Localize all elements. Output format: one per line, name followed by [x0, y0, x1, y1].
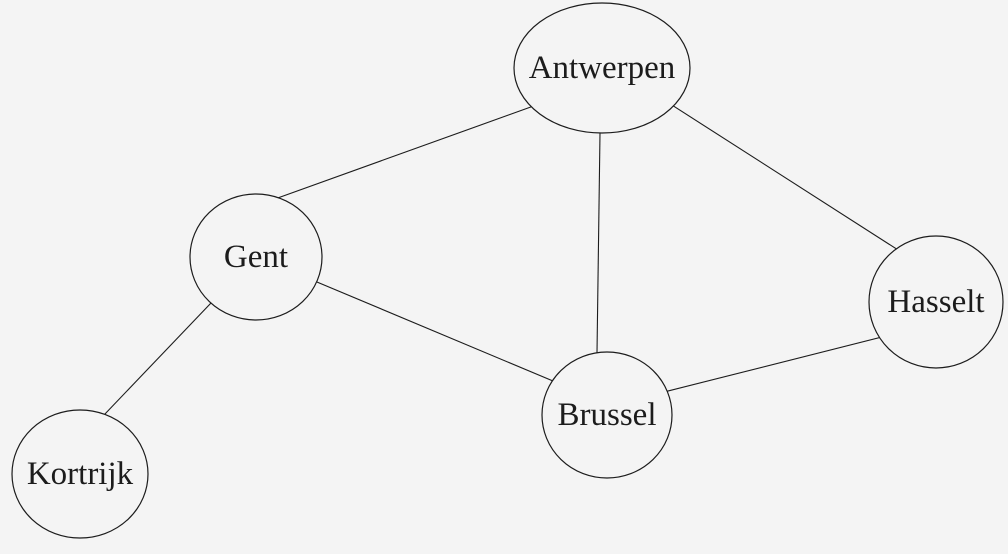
node-label-antwerpen: Antwerpen: [529, 50, 676, 86]
node-shape-brussel: [541, 351, 673, 479]
edge-gent-kortrijk: [93, 292, 222, 426]
node-label-kortrijk: Kortrijk: [27, 456, 134, 492]
edge-antwerpen-hasselt: [662, 98, 908, 257]
edge-brussel-hasselt: [654, 333, 896, 395]
edge-gent-brussel: [303, 276, 567, 387]
node-shape-kortrijk: [11, 409, 149, 539]
node-label-brussel: Brussel: [558, 397, 657, 433]
node-shape-hasselt: [868, 235, 1004, 369]
edge-antwerpen-brussel: [596, 118, 601, 368]
node-hasselt: Hasselt: [868, 235, 1004, 369]
node-label-gent: Gent: [224, 239, 288, 275]
node-antwerpen: Antwerpen: [513, 2, 691, 134]
node-shape-antwerpen: [513, 2, 691, 134]
node-brussel: Brussel: [541, 351, 673, 479]
node-shape-gent: [189, 193, 323, 321]
edge-antwerpen-gent: [272, 102, 542, 201]
node-gent: Gent: [189, 193, 323, 321]
node-kortrijk: Kortrijk: [11, 409, 149, 539]
node-label-hasselt: Hasselt: [887, 284, 984, 320]
